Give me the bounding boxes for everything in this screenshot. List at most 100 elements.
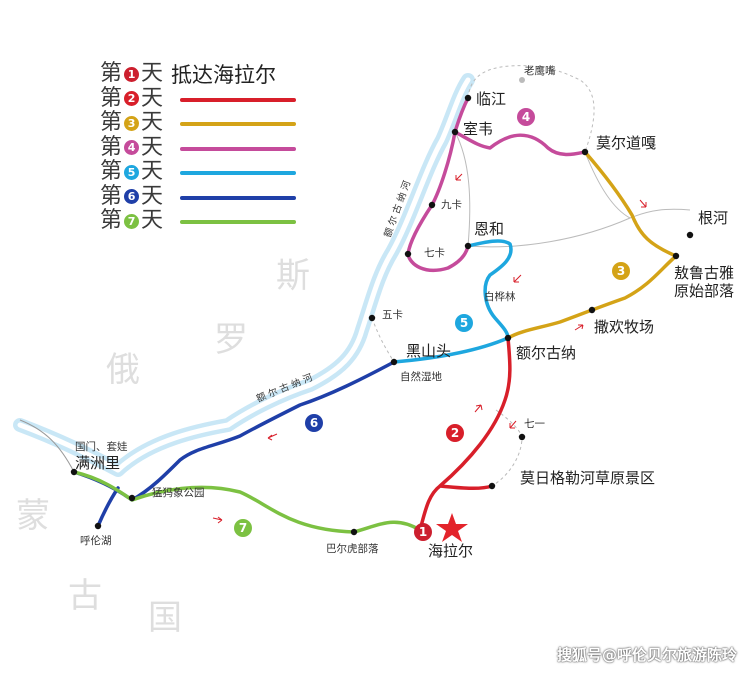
badge-day1 [414,523,432,541]
direction-arrow-icon [267,433,278,441]
label-baerhu: 巴尔虎部落 [326,542,379,555]
dot-jiuka [428,201,436,209]
route-day7 [72,470,422,534]
label-jiuka: 九卡 [441,198,462,211]
country-label: 罗 [214,320,248,360]
route-day2 [418,336,512,532]
direction-arrow-icon [513,274,522,283]
badge-day2 [446,424,464,442]
label-linjiang: 临江 [476,90,506,108]
country-label: 斯 [276,256,310,296]
dot-qika [404,250,412,258]
country-label: 国 [148,598,182,638]
direction-arrow-icon [639,199,647,208]
dot-hulunhu [94,522,102,530]
dot-baerhu [350,528,358,536]
minor-road [584,151,631,219]
legend-prefix: 第 [100,110,123,136]
label-hailaer: 海拉尔 [428,542,473,560]
dot-manzhouli [70,468,78,476]
label-qika: 七卡 [424,246,445,259]
label-aolugu-1: 敖鲁古雅 [674,264,734,282]
badge-day6 [305,414,323,432]
legend-prefix: 第 [100,159,123,185]
route-day4 [406,96,587,273]
badge-day7 [234,519,252,537]
hailaer-star-icon [436,513,468,542]
legend-suffix: 天 [141,183,164,209]
legend-day-number: 2 [124,91,140,107]
legend-day-number: 5 [124,164,140,180]
legend-suffix: 天 [141,208,164,234]
legend-description: 抵达海拉尔 [171,63,277,88]
badge-day4 [517,108,535,126]
legend-route-line [180,122,296,126]
direction-arrow-icon [474,404,483,413]
dot-heishantou [390,358,398,366]
badge-day3 [612,262,630,280]
legend-prefix: 第 [100,134,123,160]
legend-day-number: 6 [124,189,140,205]
legend-route-line [180,195,296,200]
legend-day-number: 7 [124,213,140,229]
dot-wuka [368,314,376,322]
label-wuka: 五卡 [382,308,403,321]
legend-day-number: 1 [124,66,140,82]
legend-route-line [180,146,296,151]
dot-aolugu [672,252,680,260]
label-heishantou: 黑山头 [406,342,451,360]
label-hulunhu: 呼伦湖 [80,534,112,547]
legend-prefix: 第 [100,208,123,234]
border-line [19,419,75,473]
dot-morigele [488,482,496,490]
direction-arrow-icon [455,173,463,181]
label-genhe: 根河 [698,209,728,227]
dot-laoyingzui [519,77,525,83]
label-eerguna: 额尔古纳 [516,344,576,362]
label-aolugu-2: 原始部落 [674,282,734,300]
country-label: 蒙 [16,496,50,536]
badge-day4-label: 4 [522,110,530,124]
label-ziran: 自然湿地 [400,370,442,383]
legend-suffix: 天 [141,110,164,136]
dot-mengmaxiang [128,494,136,502]
legend-route-line [180,220,296,224]
label-morigele: 莫日格勒河草原景区 [520,469,655,487]
dot-shiwei [451,128,459,136]
country-label: 俄 [106,350,140,390]
dot-enhe [464,242,472,250]
legend-prefix: 第 [100,183,123,209]
badge-day3-label: 3 [617,264,625,278]
label-moerdaoga: 莫尔道嘎 [596,134,656,152]
route-day5 [392,239,513,364]
badge-day5 [455,314,473,332]
label-baihualin: 白桦林 [484,290,516,303]
country-label: 古 [68,576,102,616]
dot-sahuan [588,306,596,314]
minor-road [467,208,691,248]
legend-suffix: 天 [141,61,164,87]
legend-suffix: 天 [141,85,164,111]
badge-day2-label: 2 [451,426,459,440]
dot-eerguna [504,334,512,342]
label-manzhouli: 满洲里 [75,454,120,472]
watermark: 搜狐号@呼伦贝尔旅游陈玲 [556,646,737,664]
legend-route-line [180,171,296,175]
label-laoyingzui: 老鹰嘴 [524,64,556,77]
label-enhe: 恩和 [474,220,504,238]
direction-arrow-icon [574,324,584,331]
dot-moerdaoga [581,148,589,156]
label-mengmaxiang: 猛犸象公园 [152,486,205,499]
legend-day-number: 3 [124,115,140,131]
dot-qiyi [518,433,526,441]
dot-genhe [686,231,694,239]
